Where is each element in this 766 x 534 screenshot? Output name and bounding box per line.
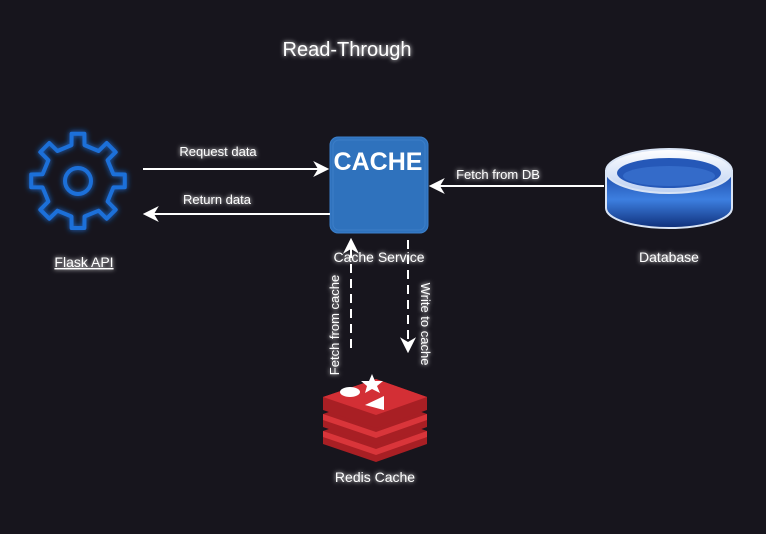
fetch-from-cache-label: Fetch from cache (327, 275, 342, 375)
cache-box-text: CACHE (334, 148, 423, 176)
redis-logo-icon (323, 374, 427, 462)
return-data-label: Return data (183, 192, 252, 207)
database-cylinder-icon (605, 148, 733, 229)
diagram-title: Read-Through (283, 39, 412, 61)
request-data-label: Request data (179, 144, 257, 159)
cache-box-icon (329, 136, 429, 234)
cache-service-label: Cache Service (333, 249, 424, 265)
database-label: Database (639, 249, 699, 265)
flask-api-label: Flask API (54, 254, 113, 270)
write-to-cache-label: Write to cache (418, 283, 433, 366)
redis-cache-label: Redis Cache (335, 469, 415, 485)
gear-icon (29, 131, 127, 230)
fetch-from-db-label: Fetch from DB (456, 167, 540, 182)
